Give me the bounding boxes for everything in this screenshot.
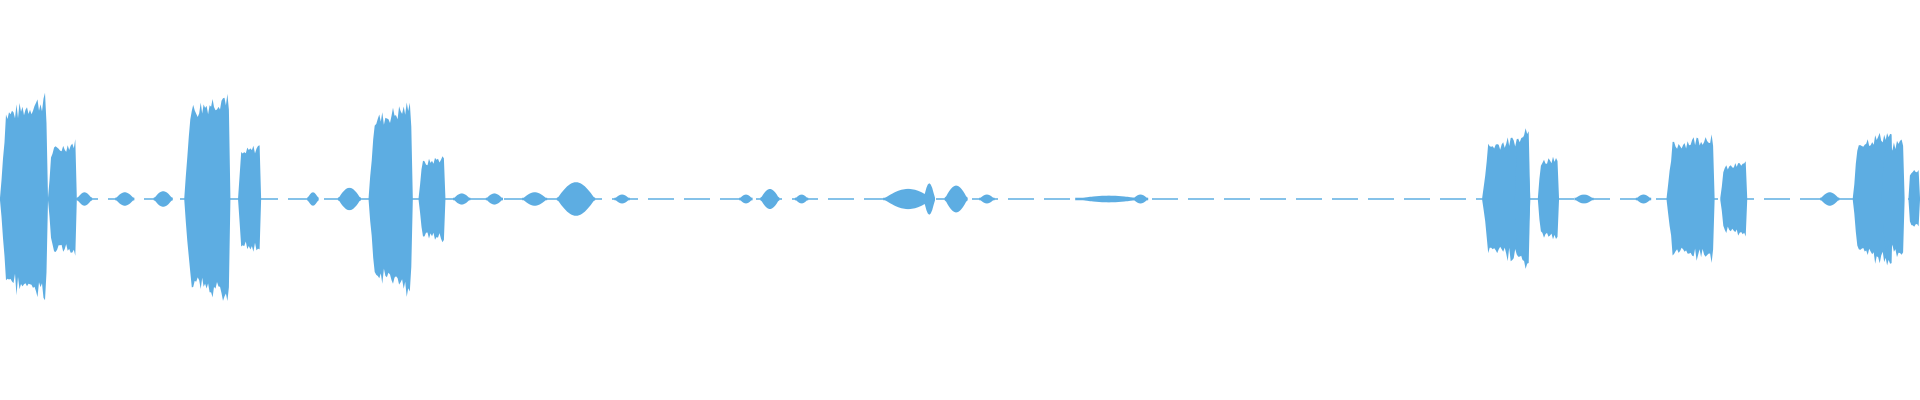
waveform-segment-28	[1574, 194, 1594, 204]
waveform-segment-27	[1537, 156, 1559, 240]
waveform-segment-23	[1075, 195, 1143, 203]
waveform-segment-30	[1666, 134, 1715, 263]
waveform-segment-1	[48, 139, 77, 256]
waveform-segment-32	[1820, 192, 1840, 206]
waveform-segment-7	[307, 192, 319, 206]
waveform-segment-0	[0, 92, 48, 301]
waveform-segment-2	[76, 192, 93, 206]
waveform-segment-34	[1881, 139, 1905, 258]
waveform-segment-18	[794, 194, 809, 204]
waveform-segment-20	[923, 183, 935, 215]
waveform-segment-31	[1720, 161, 1748, 237]
waveform-segment-26	[1514, 128, 1531, 269]
waveform-segment-29	[1635, 194, 1652, 204]
waveform-segment-21	[944, 185, 968, 213]
waveform-segment-35	[1908, 170, 1920, 227]
waveform-segment-12	[485, 193, 503, 205]
waveform-segments	[0, 92, 1920, 302]
waveform-segment-4	[153, 191, 173, 207]
waveform-segment-22	[979, 194, 995, 204]
waveform-segment-16	[739, 194, 753, 204]
waveform-segment-10	[418, 156, 446, 243]
waveform-segment-13	[522, 192, 548, 206]
waveform-segment-17	[760, 189, 780, 209]
waveform-segment-15	[614, 194, 630, 204]
waveform-segment-3	[115, 192, 135, 206]
waveform-segment-6	[238, 145, 262, 252]
waveform-segment-19	[883, 188, 934, 210]
waveform-segment-14	[556, 182, 596, 216]
waveform-segment-11	[453, 193, 471, 205]
waveform-segment-24	[1132, 194, 1149, 204]
waveform-segment-5	[184, 93, 231, 302]
waveform-segment-9	[368, 102, 413, 297]
waveform-segment-33	[1852, 132, 1894, 266]
waveform-segment-8	[337, 187, 361, 211]
